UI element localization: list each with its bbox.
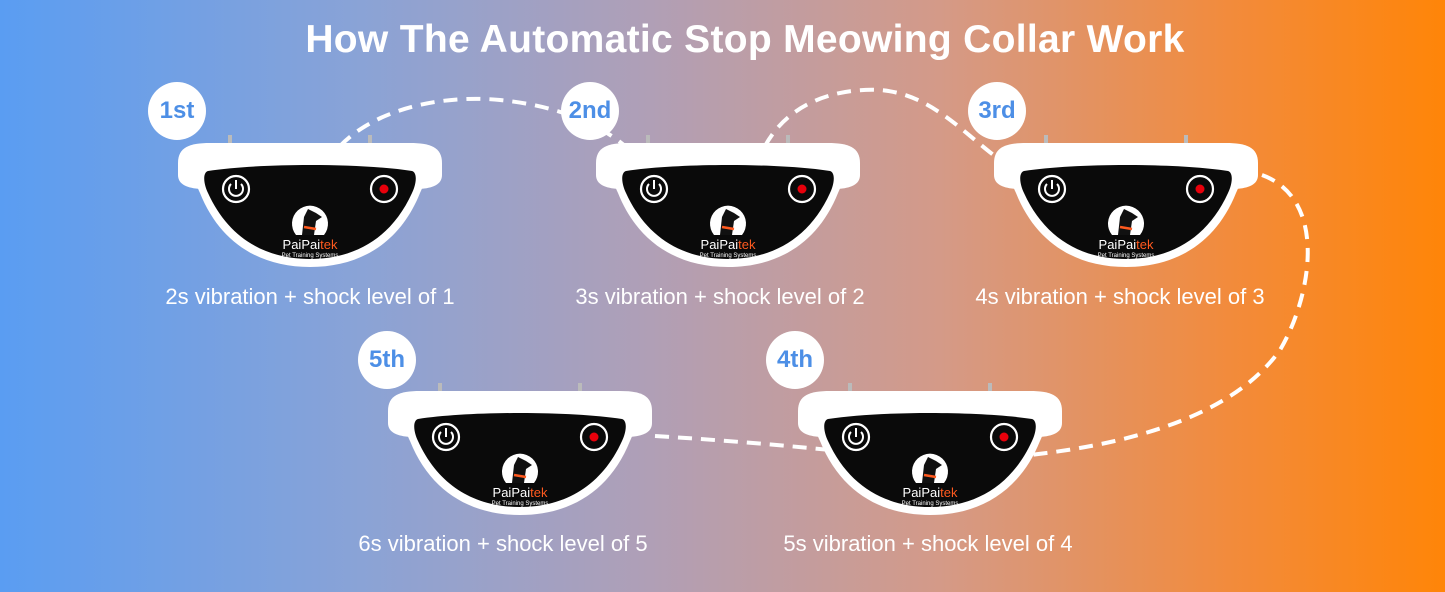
power-button-icon	[221, 174, 251, 204]
dog-logo-icon	[710, 205, 746, 235]
brand-tagline: Pet Training Systems	[700, 253, 757, 259]
dog-logo-icon	[912, 453, 948, 483]
svg-text:PaiPaitek: PaiPaitek	[493, 485, 548, 500]
step-badge-1: 1st	[148, 82, 206, 140]
led-indicator-icon	[579, 422, 609, 452]
svg-text:PaiPaitek: PaiPaitek	[283, 237, 338, 252]
power-button-icon	[431, 422, 461, 452]
brand-tagline: Pet Training Systems	[902, 501, 959, 507]
led-indicator-icon	[989, 422, 1019, 452]
brand-logo-text: PaiPai	[701, 237, 739, 252]
collar-image-step-3: PaiPaitek Pet Training Systems	[986, 133, 1266, 273]
svg-text:PaiPaitek: PaiPaitek	[1099, 237, 1154, 252]
step-badge-4: 4th	[766, 331, 824, 389]
svg-text:PaiPaitek: PaiPaitek	[701, 237, 756, 252]
brand-logo-text: PaiPai	[1099, 237, 1137, 252]
brand-logo-text: PaiPai	[493, 485, 531, 500]
dog-logo-icon	[292, 205, 328, 235]
power-button-icon	[841, 422, 871, 452]
step-badge-2: 2nd	[561, 82, 619, 140]
led-indicator-icon	[787, 174, 817, 204]
step-caption-1: 2s vibration + shock level of 1	[165, 284, 455, 309]
dog-logo-icon	[1108, 205, 1144, 235]
brand-logo-text: PaiPai	[283, 237, 321, 252]
power-button-icon	[1037, 174, 1067, 204]
collar-image-step-5: PaiPaitek Pet Training Systems	[380, 381, 660, 521]
collar-image-step-4: PaiPaitek Pet Training Systems	[790, 381, 1070, 521]
step-badge-5: 5th	[358, 331, 416, 389]
step-caption-5: 6s vibration + shock level of 5	[358, 531, 648, 556]
power-button-icon	[639, 174, 669, 204]
led-indicator-icon	[1185, 174, 1215, 204]
dog-logo-icon	[502, 453, 538, 483]
brand-tagline: Pet Training Systems	[492, 501, 549, 507]
svg-text:PaiPaitek: PaiPaitek	[903, 485, 958, 500]
collar-image-step-1: PaiPaitek Pet Training Systems	[170, 133, 450, 273]
collar-image-step-2: PaiPaitek Pet Training Systems	[588, 133, 868, 273]
brand-logo-text: PaiPai	[903, 485, 941, 500]
step-badge-3: 3rd	[968, 82, 1026, 140]
step-caption-4: 5s vibration + shock level of 4	[783, 531, 1073, 556]
brand-tagline: Pet Training Systems	[282, 253, 339, 259]
step-caption-2: 3s vibration + shock level of 2	[575, 284, 865, 309]
led-indicator-icon	[369, 174, 399, 204]
step-caption-3: 4s vibration + shock level of 3	[975, 284, 1265, 309]
page-title: How The Automatic Stop Meowing Collar Wo…	[305, 18, 1185, 61]
brand-tagline: Pet Training Systems	[1098, 253, 1155, 259]
